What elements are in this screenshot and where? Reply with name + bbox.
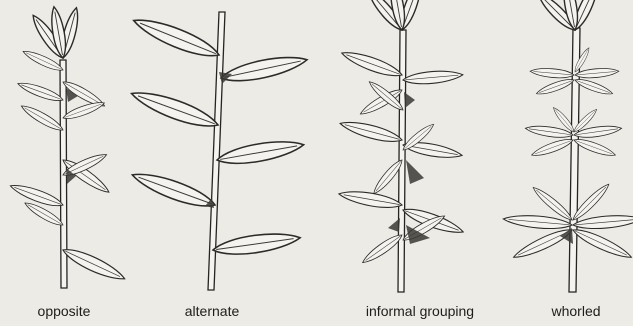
whorled-plant-illustration (503, 0, 633, 292)
opposite-label: opposite (38, 303, 91, 319)
informal-grouping-plant-illustration (338, 0, 465, 292)
alternate-plant-illustration (128, 12, 308, 290)
alternate-label: alternate (185, 303, 239, 319)
whorled-label: whorled (551, 303, 600, 319)
opposite-plant-illustration (8, 6, 127, 288)
informal-grouping-label: informal grouping (366, 303, 474, 319)
